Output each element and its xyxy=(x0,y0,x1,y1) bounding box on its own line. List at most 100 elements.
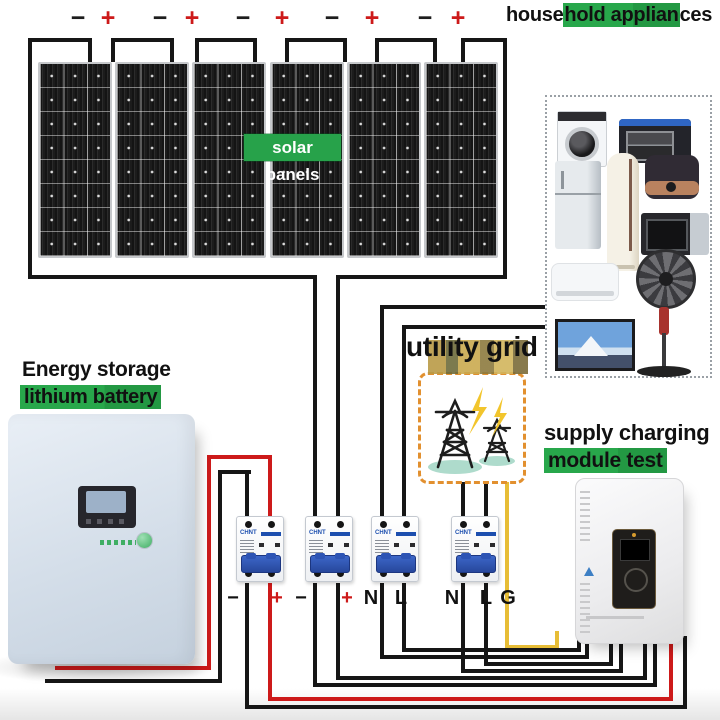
solar-panel xyxy=(424,62,498,258)
battery-power-button xyxy=(136,532,153,549)
battery-positive-wire xyxy=(268,455,272,519)
wire-segment xyxy=(380,583,384,659)
terminal-label-minus: − xyxy=(295,587,307,609)
breaker-stripe xyxy=(396,532,416,536)
battery-title-line2: lithium battery xyxy=(20,385,162,409)
breaker-mark xyxy=(344,543,349,547)
wire-segment xyxy=(461,669,623,673)
fan-motor xyxy=(659,307,669,335)
breaker-stripe xyxy=(261,532,281,536)
lightning-bolt-icon xyxy=(469,387,487,435)
pv-frame-wire-bottom-left xyxy=(28,275,317,279)
load-wire-l xyxy=(402,325,545,329)
tv-screen xyxy=(558,322,632,368)
breaker-stripe xyxy=(476,532,496,536)
wire-segment xyxy=(577,636,581,652)
utility-grid-box xyxy=(418,372,526,484)
wire-segment-red xyxy=(268,697,673,701)
breaker-toggle xyxy=(310,553,350,573)
inverter-unit xyxy=(575,478,684,644)
breaker-terminal xyxy=(314,570,321,577)
wire-segment xyxy=(336,676,647,680)
breaker-mark xyxy=(275,543,280,547)
battery-title-line1: Energy storage xyxy=(22,358,171,381)
load-wire-n xyxy=(380,305,545,309)
grid-wire-l xyxy=(484,482,488,517)
appliances-title-post: ces xyxy=(679,4,713,26)
solar-panel xyxy=(347,62,421,258)
microwave-image xyxy=(641,213,709,255)
grid-photo-strip xyxy=(428,340,528,374)
battery-negative-wire xyxy=(245,470,249,519)
wire-segment xyxy=(402,583,406,652)
polarity-plus-label: + xyxy=(364,4,380,32)
polarity-minus-label: − xyxy=(70,4,86,32)
breaker-mark xyxy=(394,543,399,547)
breaker-spec-text xyxy=(375,539,389,553)
wire-segment xyxy=(461,583,465,673)
terminal-label-n: N xyxy=(363,587,379,609)
battery-title-highlight: lithium battery xyxy=(20,385,162,409)
appliances-title: household appliances xyxy=(506,3,713,27)
battery-negative-wire xyxy=(45,679,222,683)
breaker-mark xyxy=(410,543,415,547)
terminal-label-minus: − xyxy=(227,587,239,609)
load-output-breaker: CHNT xyxy=(451,516,499,582)
solar-panel xyxy=(115,62,189,258)
breaker-mark xyxy=(259,543,264,547)
polarity-minus-label: − xyxy=(235,4,251,32)
appliances-title-pre: house xyxy=(506,4,564,26)
washing-machine-image xyxy=(557,111,607,167)
breaker-terminal xyxy=(380,521,387,528)
polarity-plus-label: + xyxy=(274,4,290,32)
breaker-mark xyxy=(474,543,479,547)
pv-breaker: CHNT xyxy=(305,516,353,582)
appliances-box xyxy=(545,95,712,378)
battery-display xyxy=(78,486,136,528)
terminal-label-plus: + xyxy=(341,587,353,609)
pv-output-wire-pos xyxy=(336,275,340,517)
terminal-label-n: N xyxy=(444,587,460,609)
breaker-terminal xyxy=(380,570,387,577)
pv-frame-wire-bottom-right xyxy=(336,275,507,279)
utility-grid-title: utility grid xyxy=(406,331,538,362)
rice-cooker-image xyxy=(645,155,699,199)
breaker-spec-text xyxy=(240,539,254,553)
pv-jumper-wire xyxy=(195,38,257,62)
breaker-terminal xyxy=(268,521,275,528)
lightning-bolt-icon xyxy=(492,397,507,437)
inverter-title-highlight: module test xyxy=(544,448,667,473)
breaker-terminal xyxy=(483,570,490,577)
refrigerator-image xyxy=(555,161,601,249)
wire-segment xyxy=(585,636,589,659)
polarity-plus-label: + xyxy=(450,4,466,32)
breaker-terminal xyxy=(314,521,321,528)
breaker-brand-label: CHNT xyxy=(309,530,326,536)
stand-fan-image xyxy=(631,249,697,377)
polarity-minus-label: − xyxy=(417,4,433,32)
breaker-terminal xyxy=(245,521,252,528)
wire-segment xyxy=(683,636,687,709)
fan-pole xyxy=(662,333,666,369)
breaker-terminal xyxy=(483,521,490,528)
wire-segment xyxy=(336,583,340,680)
breaker-mark xyxy=(328,543,333,547)
battery-positive-wire xyxy=(207,455,272,459)
wire-segment xyxy=(484,662,613,666)
inverter-seam xyxy=(586,616,644,619)
load-wire-n xyxy=(380,305,384,517)
pv-jumper-wire xyxy=(461,38,507,62)
terminal-label-l: L xyxy=(479,587,493,609)
wire-segment xyxy=(245,583,249,709)
transmission-towers-icon xyxy=(428,387,515,474)
pv-output-wire-neg xyxy=(313,275,317,517)
wire-segment xyxy=(653,636,657,687)
wire-segment xyxy=(313,583,317,687)
inverter-title-line1: supply charging xyxy=(544,420,710,445)
battery-positive-wire xyxy=(55,666,211,670)
breaker-brand-label: CHNT xyxy=(455,530,472,536)
inverter-control-panel xyxy=(612,529,656,609)
ground-wire xyxy=(555,631,559,649)
breaker-toggle xyxy=(241,553,281,573)
